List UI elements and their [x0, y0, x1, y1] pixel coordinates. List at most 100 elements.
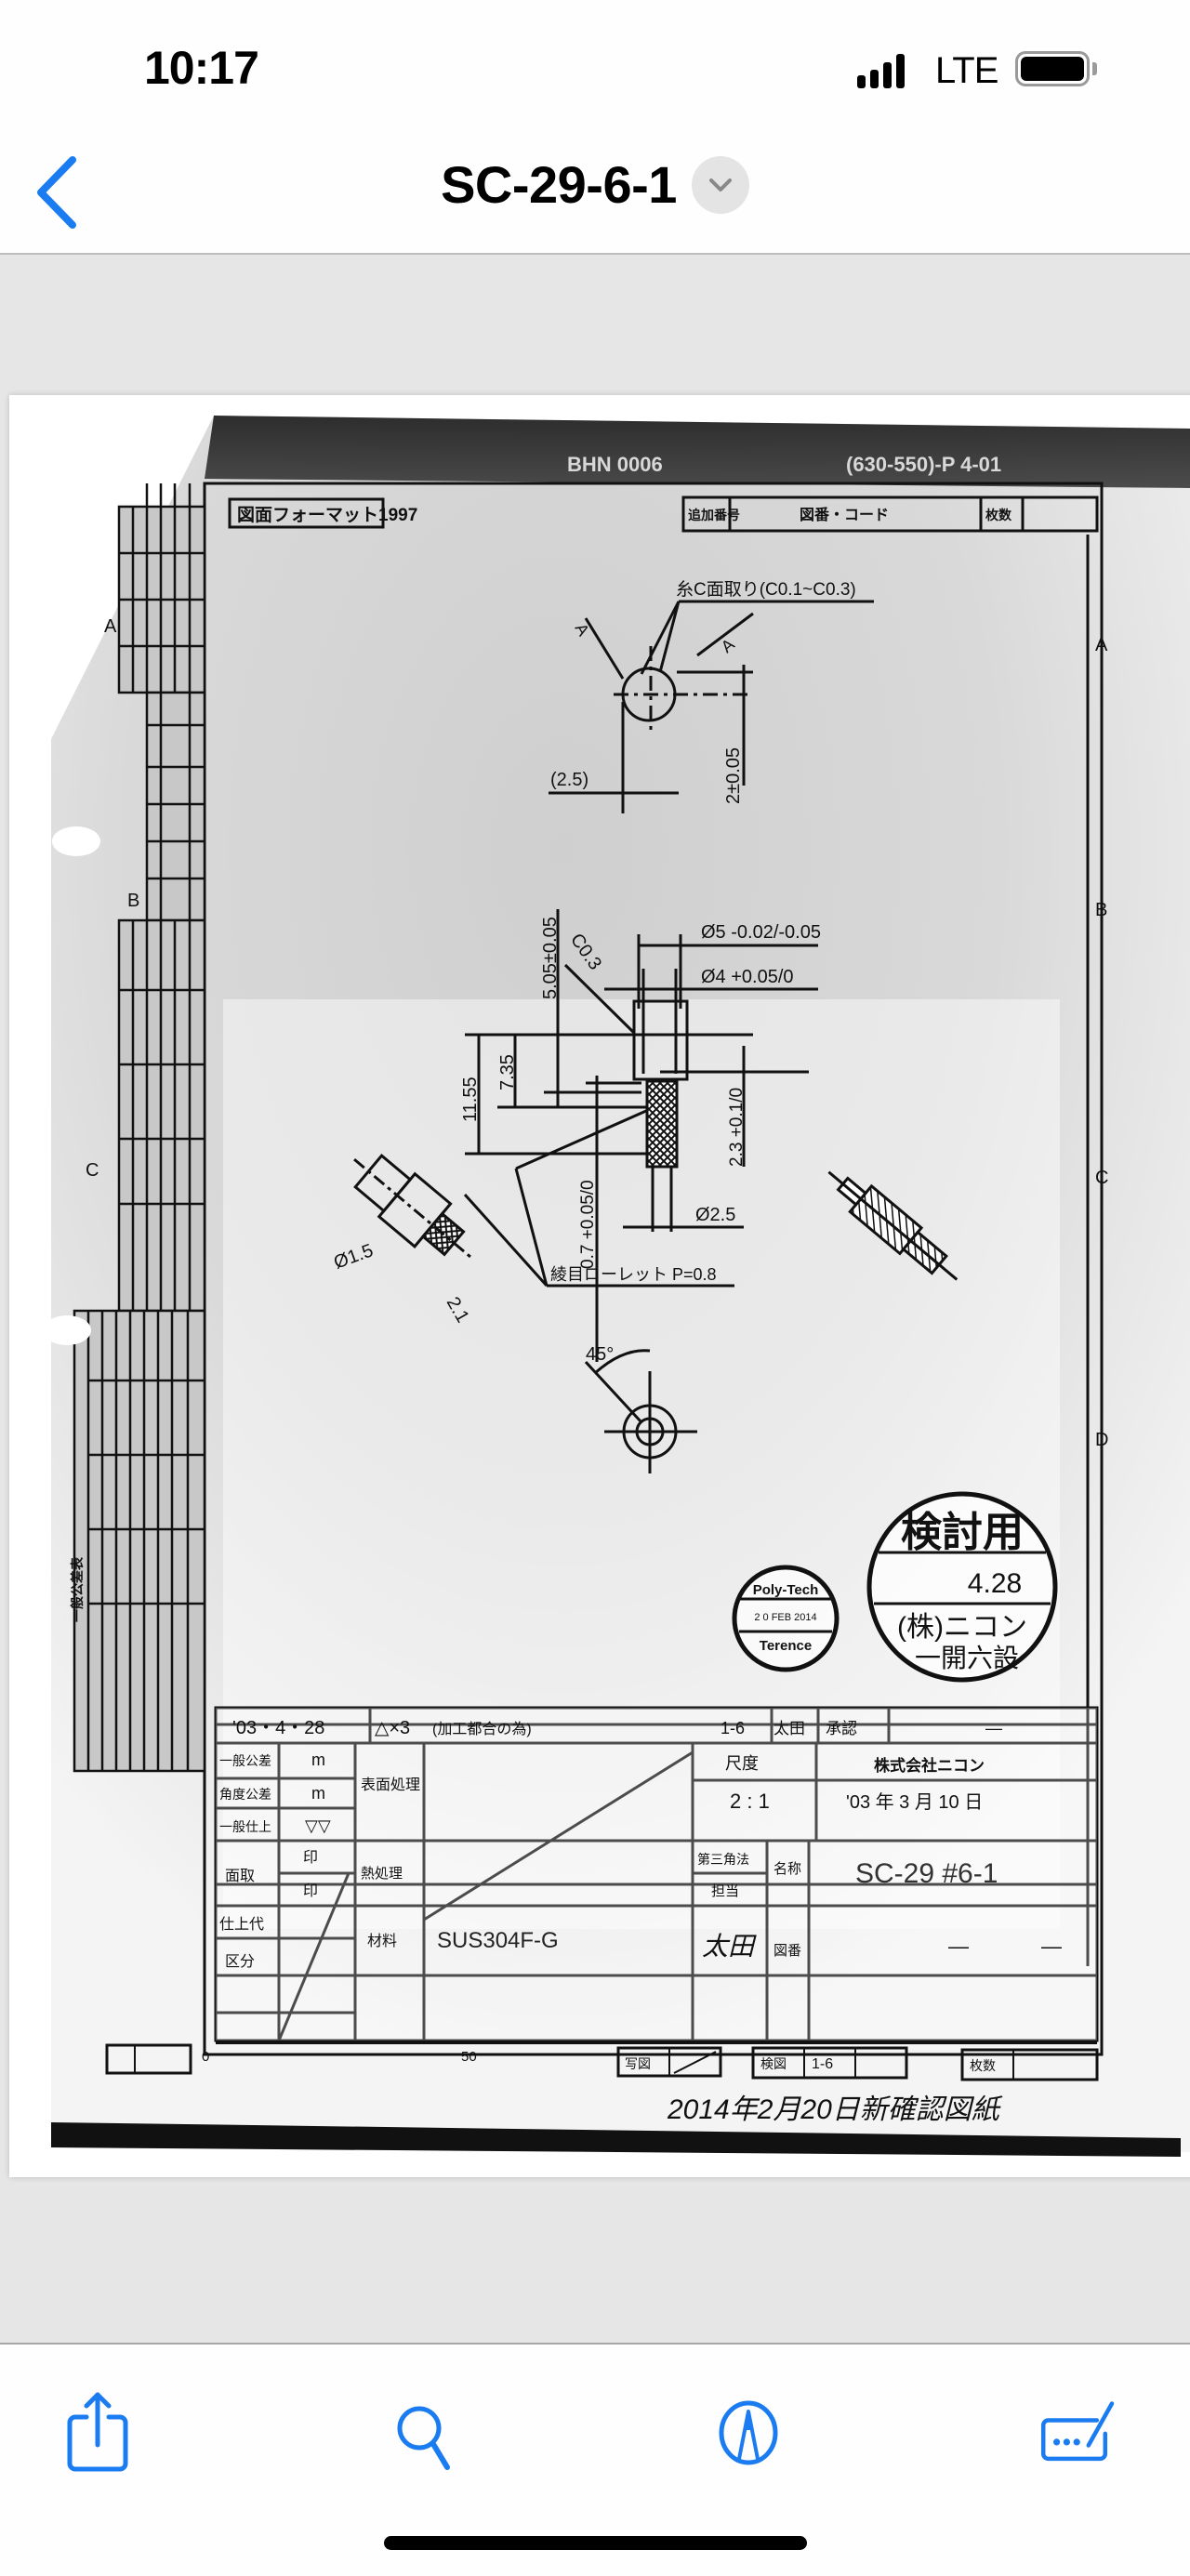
handwritten-note: 2014年2月20日新確認図紙 — [667, 2094, 1003, 2125]
ruler-50: 50 — [461, 2049, 477, 2065]
share-button[interactable] — [56, 2391, 139, 2475]
dim-dia4: Ø4 +0.05/0 — [701, 967, 794, 987]
end-view — [584, 1349, 697, 1473]
approve-value: — — [985, 1719, 1002, 1737]
chamfer-note: 糸C面取り(C0.1~C0.3) — [676, 579, 856, 600]
polytech-name: Terence — [760, 1638, 812, 1654]
heat-label: 熱処理 — [361, 1866, 403, 1882]
tol-label: 仕上代 — [219, 1916, 264, 1933]
drawing-date: '03 年 3 月 10 日 — [846, 1791, 983, 1813]
review-date: 4.28 — [968, 1568, 1022, 1599]
chevron-left-icon — [37, 156, 76, 229]
left-tolerance-table — [73, 483, 206, 1773]
dim-0-7: 0.7 +0.05/0 — [578, 1180, 598, 1269]
revision-header-2: 図番・コード — [800, 506, 889, 523]
scale-label: 尺度 — [725, 1754, 759, 1773]
status-bar: 10:17 LTE — [0, 0, 1190, 130]
pdf-page[interactable]: BHN 0006 (630-550)-P 4-01 図面フォーマット1997 追… — [9, 395, 1190, 2177]
zone-letter: C — [86, 1160, 99, 1181]
tol-label: 一般仕上 — [219, 1819, 271, 1834]
material-value: SUS304F-G — [437, 1928, 559, 1953]
fill-and-sign-button[interactable] — [1037, 2391, 1120, 2475]
surface-label: 表面処理 — [361, 1777, 420, 1793]
dim-2-3: 2.3 +0.1/0 — [727, 1088, 747, 1167]
drawing-no-value: — — [948, 1935, 969, 1958]
review-dept: 一開六設 — [915, 1644, 1019, 1672]
status-time: 10:17 — [144, 42, 259, 94]
projection-label: 第三角法 — [697, 1852, 749, 1867]
title-container: SC-29-6-1 — [0, 154, 1190, 215]
network-type: LTE — [935, 50, 998, 91]
material-label: 材料 — [367, 1933, 397, 1949]
drafter-label: 担当 — [711, 1883, 739, 1899]
dim-5-05: 5.05±0.05 — [540, 917, 561, 999]
dim-dia5: Ø5 -0.02/-0.05 — [701, 922, 821, 943]
markup-pen-icon — [719, 2400, 778, 2465]
angled-part-view — [827, 1170, 959, 1281]
drawing-no-value: — — [1041, 1935, 1062, 1958]
revision-reason: (加工都合の為) — [432, 1721, 532, 1737]
tol-value: m — [311, 1784, 325, 1803]
punch-hole — [43, 1315, 91, 1345]
dim-11-55: 11.55 — [460, 1077, 481, 1122]
review-stamp: 検討用 4.28 (株)ニコン 一開六設 — [866, 1491, 1058, 1683]
zone-letter: D — [1095, 1430, 1108, 1450]
navigation-bar: SC-29-6-1 — [0, 130, 1190, 255]
document-viewer[interactable]: BHN 0006 (630-550)-P 4-01 図面フォーマット1997 追… — [0, 255, 1190, 2343]
home-indicator[interactable] — [384, 2536, 807, 2550]
dim-2-5: (2.5) — [550, 770, 588, 790]
ruler-0: 0 — [202, 2049, 209, 2065]
title-block — [214, 1706, 1099, 2042]
scan-background — [51, 416, 1190, 2152]
search-icon — [397, 2406, 450, 2470]
tol-value: m — [311, 1750, 325, 1769]
revision-header-1: 追加番号 — [688, 508, 740, 522]
punch-hole — [52, 826, 100, 856]
zone-letter: A — [1095, 635, 1108, 655]
dim-2-005: 2±0.05 — [723, 747, 744, 804]
engineering-drawing: BHN 0006 (630-550)-P 4-01 図面フォーマット1997 追… — [43, 416, 1190, 2157]
search-button[interactable] — [383, 2391, 467, 2475]
polytech-company: Poly-Tech — [753, 1582, 819, 1598]
share-icon — [67, 2392, 128, 2472]
ref-drawing-label: 写図 — [625, 2056, 651, 2071]
tol-value: 印 — [303, 1849, 318, 1866]
tol-value: 印 — [303, 1882, 318, 1899]
revision-header-3: 枚数 — [985, 508, 1012, 522]
front-view — [463, 909, 818, 1362]
header-code: (630-550)-P 4-01 — [846, 453, 1001, 476]
dim-dia2-5: Ø2.5 — [695, 1205, 735, 1225]
part-name: SC-29 #6-1 — [855, 1858, 998, 1889]
document-title[interactable]: SC-29-6-1 — [441, 155, 677, 214]
back-button[interactable] — [28, 151, 84, 234]
revision-ref: 1-6 — [721, 1719, 745, 1737]
title-menu-button[interactable] — [691, 155, 749, 214]
zone-letter: C — [1095, 1168, 1108, 1188]
zone-letter: B — [127, 891, 139, 911]
angle-45: 45° — [586, 1344, 614, 1365]
knurl-section — [645, 1079, 679, 1169]
revision-mark: △×3 — [375, 1718, 410, 1738]
drafter-name: 太田 — [702, 1932, 757, 1961]
sheets-label: 枚数 — [970, 2058, 996, 2073]
tol-label: 一般公差 — [219, 1753, 271, 1768]
name-label: 名称 — [774, 1861, 801, 1877]
knurl-note: 綾目ローレット P=0.8 — [550, 1265, 717, 1284]
tol-label: 面取 — [225, 1869, 255, 1884]
dim-7-35: 7.35 — [497, 1054, 518, 1090]
markup-button[interactable] — [707, 2391, 790, 2475]
battery-tip — [1092, 62, 1097, 75]
tol-label: 区分 — [225, 1953, 255, 1970]
review-title: 検討用 — [901, 1510, 1024, 1555]
left-table-heading: 一般公差表 — [70, 1556, 85, 1622]
zone-letter: B — [1095, 900, 1107, 920]
frame-label: 図面フォーマット1997 — [237, 505, 417, 525]
polytech-date: 2 0 FEB 2014 — [754, 1612, 816, 1623]
zone-letter: A — [104, 616, 117, 637]
chevron-down-icon — [708, 178, 732, 192]
tol-label: 角度公差 — [219, 1787, 271, 1802]
tol-value: ▽▽ — [305, 1816, 331, 1835]
battery-icon — [1015, 51, 1090, 86]
revision-date: '03・4・28 — [232, 1718, 324, 1738]
scale-value: 2 : 1 — [730, 1790, 770, 1813]
